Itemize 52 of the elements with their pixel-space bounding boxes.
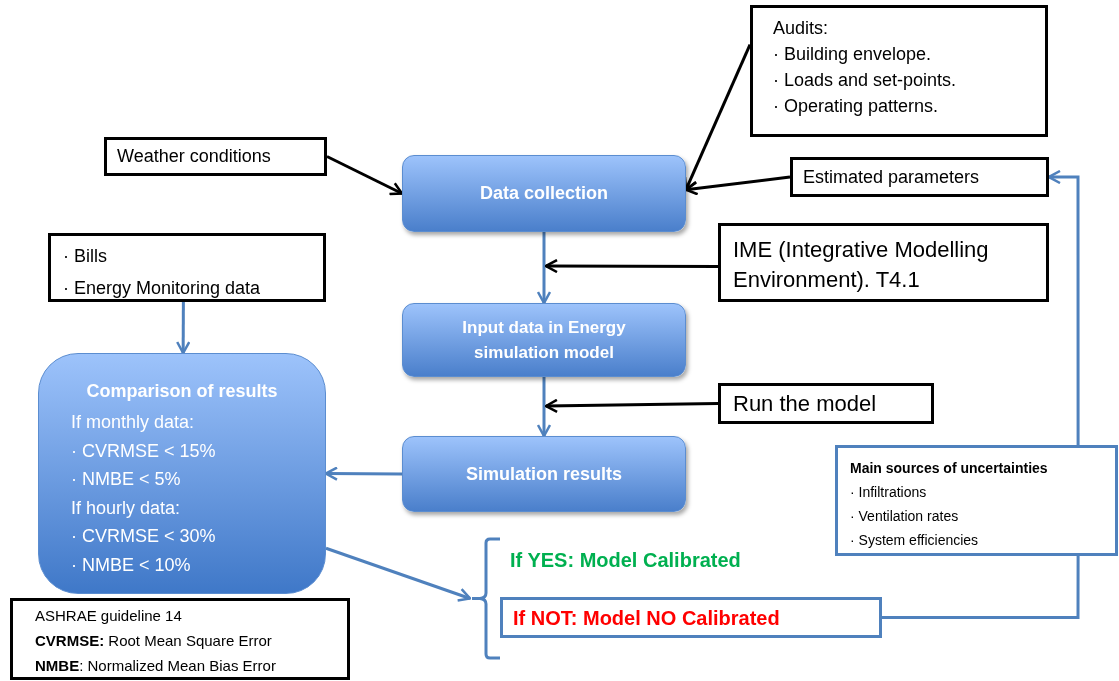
arrow [536, 377, 552, 438]
text-box [750, 5, 1048, 137]
arrow [544, 258, 718, 274]
box-text: · Bills [63, 245, 108, 268]
box-text: Comparison of results [85, 380, 279, 403]
box-text: Estimated parameters [803, 165, 980, 189]
box-text: · Building envelope. [773, 43, 933, 66]
arrow [325, 546, 472, 602]
box-text: Main sources of uncertainties [850, 459, 1049, 478]
text-box [48, 233, 326, 302]
process-box [402, 303, 686, 377]
process-box [402, 155, 686, 232]
box-text: · NMBE < 5% [71, 468, 182, 491]
box-text: · CVRMSE < 30% [71, 525, 217, 548]
box-text: ASHRAE guideline 14 [35, 606, 183, 626]
process-box [402, 436, 686, 512]
arrow [1047, 169, 1080, 445]
box-text: · System efficiencies [850, 531, 980, 550]
box-text: Audits: [773, 17, 830, 40]
box-text: Data collection [480, 182, 608, 205]
box-text: If NOT: Model NO Calibrated [513, 605, 780, 631]
box-text: NMBE: Normalized Mean Bias Error [35, 656, 277, 676]
box-text: · Ventilation rates [850, 507, 960, 526]
outcome-text: If YES: Model Calibrated [510, 548, 741, 573]
box-text: Input data in Energy simulation model [461, 317, 627, 364]
arrow [536, 232, 552, 305]
box-text: CVRMSE: Root Mean Square Error [35, 631, 273, 651]
text-box [835, 445, 1118, 556]
text-box [718, 383, 934, 424]
arrow [684, 175, 791, 196]
box-text: If hourly data: [71, 496, 182, 520]
arrow [326, 155, 404, 196]
text-box [10, 598, 350, 680]
text-box [718, 223, 1049, 302]
box-text: · Infiltrations [850, 483, 928, 502]
box-text: IME (Integrative Modelling Environment). T4.1 [733, 236, 990, 294]
box-text: Run the model [733, 390, 877, 418]
box-text: Simulation results [465, 462, 622, 486]
text-box [790, 157, 1049, 197]
box-text: Weather conditions [117, 145, 271, 168]
box-text: If monthly data: [71, 411, 196, 434]
box-text: · NMBE < 10% [71, 553, 192, 577]
arrow [324, 466, 402, 481]
arrow [175, 302, 191, 355]
box-text: · CVRMSE < 15% [71, 439, 217, 463]
text-box [500, 597, 882, 638]
box-text: · Energy Monitoring data [63, 277, 262, 300]
box-text: · Operating patterns. [773, 95, 940, 118]
box-text: · Loads and set-points. [773, 69, 958, 92]
process-box [38, 353, 326, 594]
arrow [544, 398, 719, 414]
text-box [104, 137, 327, 176]
